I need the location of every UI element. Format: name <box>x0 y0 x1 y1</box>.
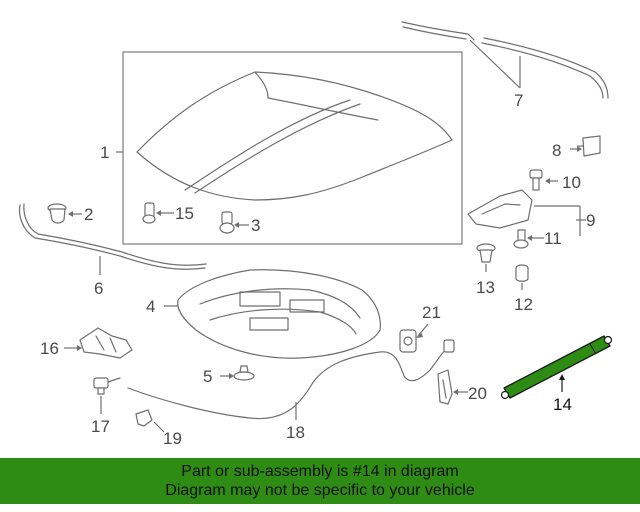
callout-13: 13 <box>476 278 495 297</box>
part-3-bumper[interactable] <box>219 211 235 234</box>
footer-line-2: Diagram may not be specific to your vehi… <box>165 482 475 499</box>
callout-17: 17 <box>91 417 110 436</box>
part-6-seal[interactable] <box>18 203 207 270</box>
part-4-insulator[interactable] <box>177 269 381 359</box>
callout-3: 3 <box>251 216 260 235</box>
part-9-bracket[interactable] <box>467 189 533 229</box>
callout-21: 21 <box>422 303 441 322</box>
callout-7: 7 <box>514 91 523 110</box>
callout-20: 20 <box>468 384 487 403</box>
callout-9: 9 <box>586 211 595 230</box>
part-21-latch[interactable] <box>399 329 417 353</box>
callout-10: 10 <box>562 173 581 192</box>
callout-1: 1 <box>100 143 109 162</box>
part-20-handle[interactable] <box>437 369 453 405</box>
part-13-grommet[interactable] <box>476 243 496 263</box>
part-18-cable[interactable] <box>127 339 455 420</box>
callout-6: 6 <box>94 279 103 298</box>
part-16-hinge[interactable] <box>79 327 133 359</box>
callout-4: 4 <box>146 297 155 316</box>
callout-5: 5 <box>203 367 212 386</box>
part-17-bolt[interactable] <box>93 377 121 395</box>
part-10-bolt[interactable] <box>529 169 543 191</box>
part-7-weatherstrip[interactable] <box>401 21 609 99</box>
part-19-clip[interactable] <box>135 409 153 427</box>
callout-19: 19 <box>163 429 182 448</box>
part-2-bumper[interactable] <box>47 203 67 224</box>
parts-diagram: 1 15 3 2 6 7 8 <box>18 21 613 448</box>
hood-panel[interactable] <box>136 71 453 201</box>
callout-14: 14 <box>553 395 572 414</box>
callout-2: 2 <box>84 205 93 224</box>
part-8-clip[interactable] <box>577 135 601 157</box>
callout-15: 15 <box>175 204 194 223</box>
callout-16: 16 <box>40 339 59 358</box>
callout-11: 11 <box>544 229 562 248</box>
callout-8: 8 <box>552 141 561 160</box>
callout-12: 12 <box>514 295 533 314</box>
hood-panel-frame <box>122 51 463 245</box>
part-11-bolt[interactable] <box>513 229 529 249</box>
part-14-lift-support[interactable] <box>500 335 613 400</box>
part-15-bumper[interactable] <box>142 202 156 224</box>
footer-banner: Part or sub-assembly is #14 in diagram D… <box>0 458 640 504</box>
part-12-cap[interactable] <box>515 264 529 282</box>
part-5-pad[interactable] <box>233 365 255 381</box>
callout-18: 18 <box>286 423 305 442</box>
footer-line-1: Part or sub-assembly is #14 in diagram <box>181 463 459 480</box>
